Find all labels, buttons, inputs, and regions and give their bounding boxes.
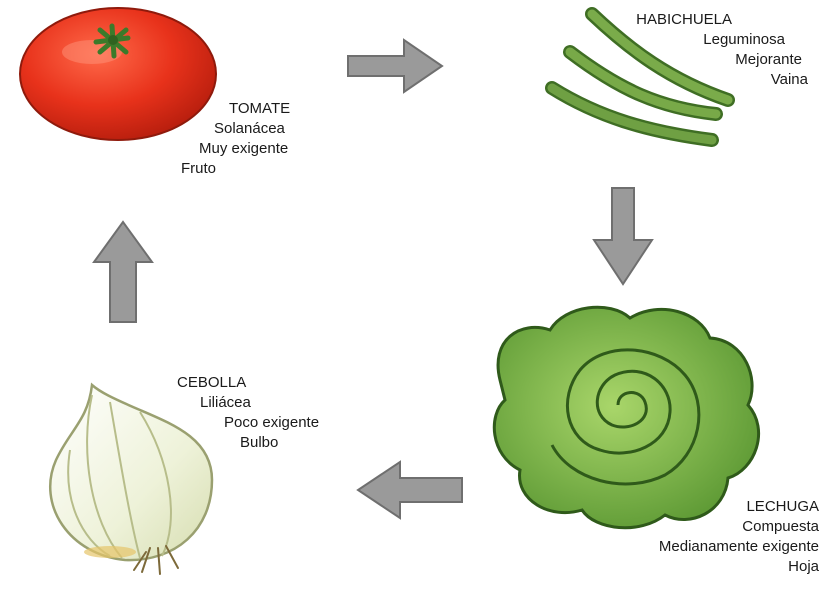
tomato-family: Solanácea	[181, 119, 290, 139]
cebolla-label: CEBOLLA Liliácea Poco exigente Bulbo	[177, 373, 319, 453]
cebolla-family: Liliácea	[177, 393, 319, 413]
lechuga-family: Compuesta	[659, 517, 819, 537]
arrow-down	[594, 188, 652, 284]
habichuela-part: Vaina	[636, 70, 808, 90]
cebolla-name: CEBOLLA	[177, 373, 319, 393]
habichuela-label: HABICHUELA Leguminosa Mejorante Vaina	[636, 10, 808, 90]
lechuga-demand: Medianamente exigente	[659, 537, 819, 557]
habichuela-demand: Mejorante	[636, 50, 808, 70]
arrow-right	[348, 40, 442, 92]
habichuela-name: HABICHUELA	[636, 10, 808, 30]
tomato-name: TOMATE	[181, 99, 290, 119]
cebolla-part: Bulbo	[177, 433, 319, 453]
tomato-part: Fruto	[181, 159, 290, 179]
tomato-label: TOMATE Solanácea Muy exigente Fruto	[181, 99, 290, 179]
habichuela-family: Leguminosa	[636, 30, 808, 50]
lechuga-part: Hoja	[659, 557, 819, 577]
lettuce-illustration	[494, 307, 758, 527]
tomato-demand: Muy exigente	[181, 139, 290, 159]
lechuga-label: LECHUGA Compuesta Medianamente exigente …	[659, 497, 819, 577]
arrow-left	[358, 462, 462, 518]
cebolla-demand: Poco exigente	[177, 413, 319, 433]
lechuga-name: LECHUGA	[659, 497, 819, 517]
arrow-up	[94, 222, 152, 322]
